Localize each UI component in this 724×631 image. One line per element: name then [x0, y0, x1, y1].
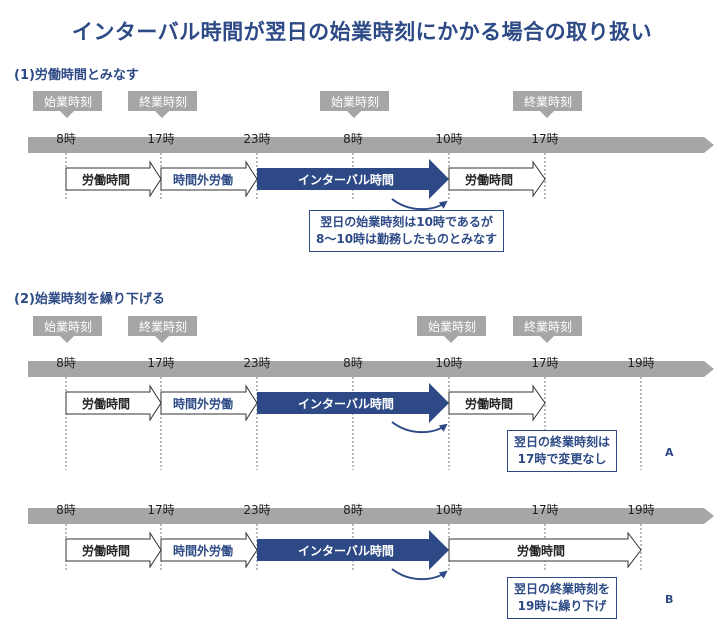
s2a-end-label-2: 終業時刻: [513, 316, 582, 343]
s2a-tick-label: 19時: [627, 356, 655, 370]
svg-text:労働時間: 労働時間: [465, 172, 513, 187]
s1-tick-label: 23時: [243, 132, 271, 146]
s2a-note-line: 翌日の終業時刻は: [514, 435, 611, 449]
s2b-tick-label: 8時: [56, 503, 76, 517]
s2b-note-line: 翌日の終業時刻を: [514, 582, 611, 596]
s1-tick-label: 17時: [147, 132, 175, 146]
svg-text:労働時間: 労働時間: [465, 396, 513, 411]
s2a-note-line: 17時で変更なし: [517, 452, 607, 466]
s2b-curved-arrow: [391, 568, 448, 581]
svg-text:始業時刻: 始業時刻: [428, 320, 476, 334]
s2b-tick-label: 10時: [435, 503, 463, 517]
s2a-end-label-1: 終業時刻: [128, 316, 197, 343]
s2a-tick-label: 23時: [243, 356, 271, 370]
s2b-work-segment-2: 労働時間: [448, 531, 642, 569]
s2a-work-segment-2: 労働時間: [448, 384, 546, 422]
s2a-start-label-2: 始業時刻: [417, 316, 486, 343]
svg-text:時間外労働: 時間外労働: [173, 543, 233, 558]
s1-tick-label: 8時: [56, 132, 76, 146]
s2b-tick-label: 17時: [147, 503, 175, 517]
svg-text:終業時刻: 終業時刻: [524, 319, 572, 334]
svg-text:始業時刻: 始業時刻: [44, 320, 92, 334]
s2b-tick-label: 17時: [531, 503, 559, 517]
s2b-timeline-bar: [28, 508, 714, 524]
s2a-start-label-1: 始業時刻: [33, 316, 102, 343]
svg-text:インターバル時間: インターバル時間: [298, 396, 394, 411]
page-title: インターバル時間が翌日の始業時刻にかかる場合の取り扱い: [71, 20, 653, 44]
svg-text:労働時間: 労働時間: [82, 543, 130, 558]
section1-heading: (1)労働時間とみなす: [14, 68, 139, 83]
s2b-tick-label: 19時: [627, 503, 655, 517]
s1-note-box: 翌日の始業時刻は10時であるが 8～10時は勤務したものとみなす: [309, 210, 505, 252]
svg-text:労働時間: 労働時間: [517, 543, 565, 558]
s1-curved-arrow: [391, 198, 448, 211]
s2a-tick-label: 8時: [56, 356, 76, 370]
s1-note-line: 翌日の始業時刻は10時であるが: [320, 215, 493, 229]
case-b-tag: B: [665, 593, 674, 606]
s2a-tick-label: 17時: [531, 356, 559, 370]
s2a-note-box: 翌日の終業時刻は 17時で変更なし: [507, 430, 618, 472]
s2b-overtime-segment: 時間外労働: [160, 531, 258, 569]
s1-work-segment-2: 労働時間: [448, 160, 546, 198]
s2a-work-segment-1: 労働時間: [65, 384, 162, 422]
s2b-note-line: 19時に繰り下げ: [517, 599, 607, 613]
svg-text:終業時刻: 終業時刻: [524, 94, 572, 109]
s1-end-label-1: 終業時刻: [128, 91, 197, 118]
case-a-tag: A: [665, 446, 674, 459]
svg-text:インターバル時間: インターバル時間: [298, 172, 394, 187]
s2b-note-box: 翌日の終業時刻を 19時に繰り下げ: [507, 577, 618, 619]
svg-text:労働時間: 労働時間: [82, 396, 130, 411]
s1-work-segment-1: 労働時間: [65, 160, 162, 198]
s1-tick-label: 8時: [343, 132, 363, 146]
svg-text:始業時刻: 始業時刻: [331, 95, 379, 109]
s1-overtime-segment: 時間外労働: [160, 160, 258, 198]
s2a-timeline-bar: [28, 361, 714, 377]
s1-interval-segment: インターバル時間: [257, 159, 449, 199]
s1-tick-label: 10時: [435, 132, 463, 146]
s1-end-label-2: 終業時刻: [513, 91, 582, 118]
svg-text:インターバル時間: インターバル時間: [298, 543, 394, 558]
s2a-tick-label: 8時: [343, 356, 363, 370]
s2a-overtime-segment: 時間外労働: [160, 384, 258, 422]
svg-text:始業時刻: 始業時刻: [44, 95, 92, 109]
s2b-work-segment-1: 労働時間: [65, 531, 162, 569]
s1-note-line: 8～10時は勤務したものとみなす: [316, 232, 498, 246]
s2b-tick-label: 8時: [343, 503, 363, 517]
s1-start-label-2: 始業時刻: [320, 91, 389, 118]
s2b-tick-label: 23時: [243, 503, 271, 517]
svg-text:時間外労働: 時間外労働: [173, 172, 233, 187]
s2a-tick-label: 10時: [435, 356, 463, 370]
svg-text:終業時刻: 終業時刻: [139, 94, 187, 109]
svg-text:労働時間: 労働時間: [82, 172, 130, 187]
s1-start-label-1: 始業時刻: [33, 91, 102, 118]
section2-heading: (2)始業時刻を繰り下げる: [14, 292, 165, 307]
s1-timeline-bar: [28, 137, 714, 153]
s2a-interval-segment: インターバル時間: [257, 383, 449, 423]
s1-tick-label: 17時: [531, 132, 559, 146]
svg-text:終業時刻: 終業時刻: [139, 319, 187, 334]
s2b-interval-segment: インターバル時間: [257, 530, 449, 570]
svg-text:時間外労働: 時間外労働: [173, 396, 233, 411]
s2a-curved-arrow: [391, 421, 448, 434]
s2a-tick-label: 17時: [147, 356, 175, 370]
